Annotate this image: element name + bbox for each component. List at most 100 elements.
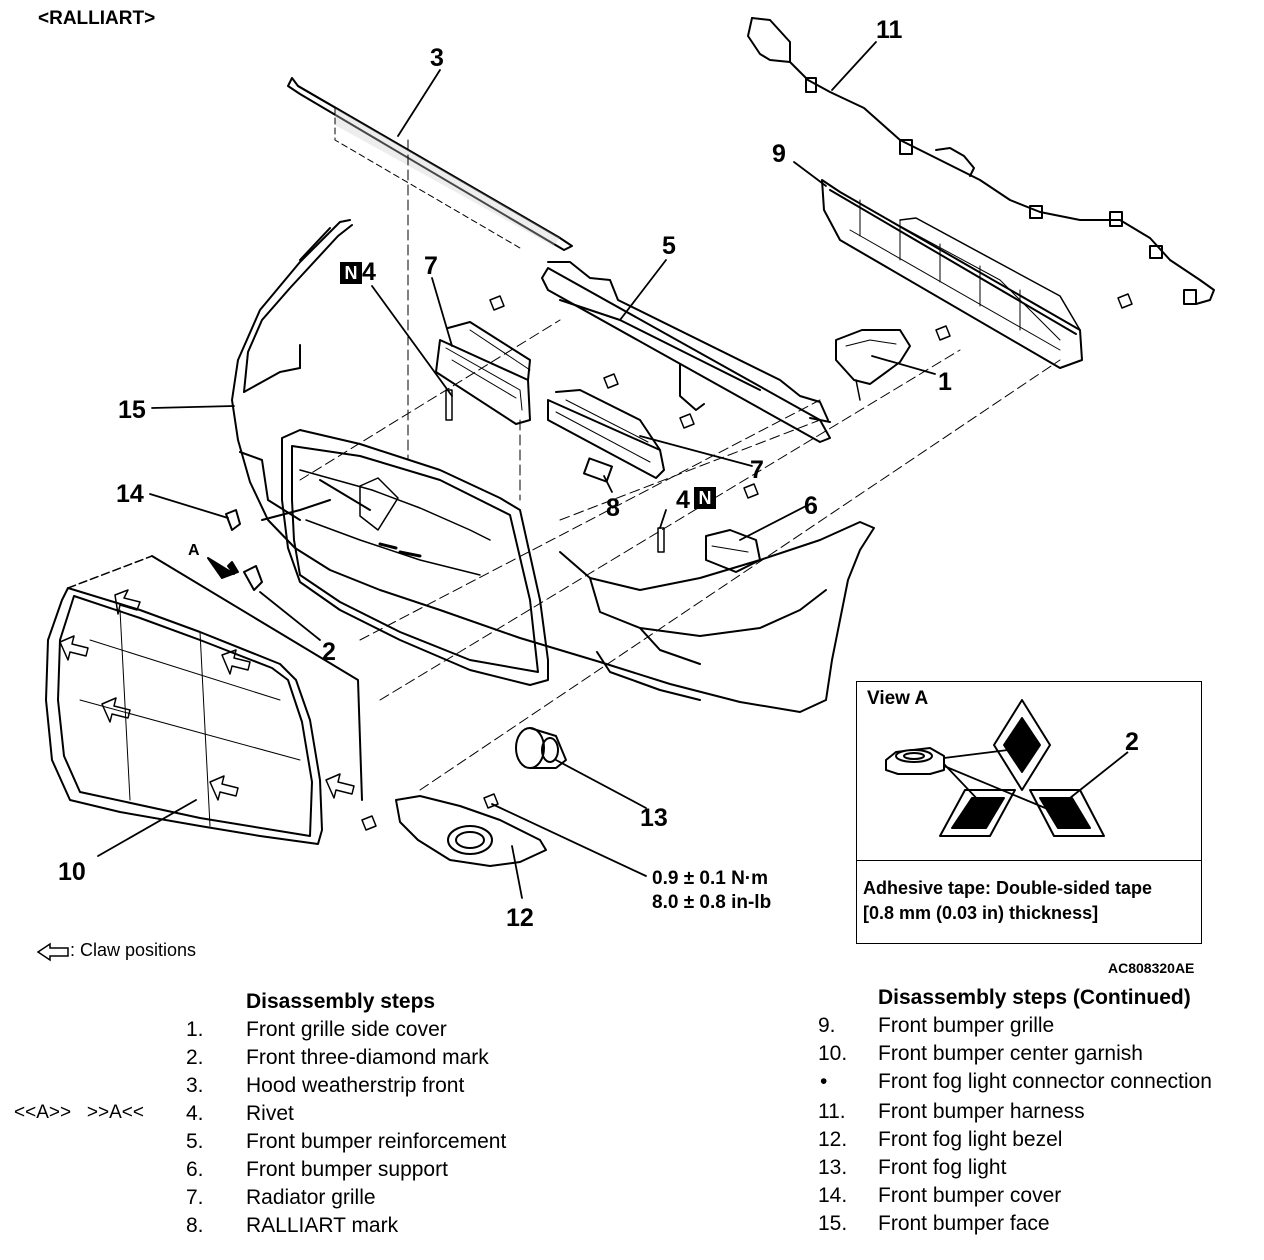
- part-fog-light: [515, 727, 567, 769]
- view-a-callout: 2: [1125, 728, 1139, 756]
- callout-7-lower: 7: [750, 456, 764, 484]
- part-fog-light-bezel: [395, 795, 547, 867]
- fasteners: [361, 293, 1133, 831]
- step-number: 12.: [818, 1128, 848, 1151]
- part-radiator-grille-lower: [547, 389, 665, 479]
- step-number: 13.: [818, 1156, 848, 1179]
- step-number: 1.: [186, 1018, 204, 1041]
- part-bumper-cover: [225, 509, 241, 531]
- callout-13: 13: [640, 804, 668, 832]
- callout-12: 12: [506, 904, 534, 932]
- step-number: 9.: [818, 1014, 836, 1037]
- steps-left-title: Disassembly steps: [246, 990, 436, 1013]
- step-label: Front bumper grille: [878, 1014, 1055, 1037]
- step-label: Hood weatherstrip front: [246, 1074, 465, 1097]
- callout-14: 14: [116, 480, 144, 508]
- step-label: Front bumper face: [878, 1212, 1050, 1235]
- new-part-badge-lower: N: [694, 487, 716, 509]
- new-part-badge: N: [340, 262, 362, 284]
- callout-9: 9: [772, 140, 786, 168]
- part-three-diamond-mark: [243, 565, 263, 591]
- step-number: •: [820, 1070, 828, 1093]
- part-bumper-grille-mesh: [821, 179, 1083, 369]
- part-hood-weatherstrip: [287, 77, 573, 251]
- view-a-title: View A: [867, 688, 929, 709]
- step-number: 15.: [818, 1212, 848, 1235]
- step-label: Front bumper center garnish: [878, 1042, 1143, 1065]
- list-item: 8. RALLIART mark: [0, 1214, 640, 1242]
- view-a-note-line1: Adhesive tape: Double-sided tape: [863, 878, 1153, 898]
- list-item: 6. Front bumper support: [0, 1158, 640, 1186]
- list-item: 2. Front three-diamond mark: [0, 1046, 640, 1074]
- list-item: 9. Front bumper grille: [0, 1014, 1264, 1042]
- list-item: 3. Hood weatherstrip front: [0, 1074, 640, 1102]
- callout-2: 2: [322, 638, 336, 666]
- list-item: 5. Front bumper reinforcement: [0, 1130, 640, 1158]
- step-number: 8.: [186, 1214, 204, 1237]
- claw-arrows: [59, 589, 355, 801]
- view-a-box: View A 2 Adhesive tape: Double-sided tap…: [856, 681, 1202, 944]
- step-number: 7.: [186, 1186, 204, 1209]
- part-bumper-reinforcement: [541, 261, 831, 443]
- list-item: 13. Front fog light: [0, 1156, 1264, 1184]
- part-grille-side-cover: [835, 329, 911, 401]
- part-code: AC808320AE: [1108, 960, 1195, 976]
- alignment-lines: [299, 139, 1061, 791]
- step-number: 14.: [818, 1184, 848, 1207]
- callout-4-lower: 4: [676, 486, 690, 514]
- callout-5: 5: [662, 232, 676, 260]
- step-label: Front fog light connector connection: [878, 1070, 1212, 1093]
- view-a-pointer-label: A: [188, 542, 200, 559]
- step-label: Radiator grille: [246, 1186, 376, 1209]
- step-label: Front grille side cover: [246, 1018, 447, 1041]
- list-item: 12. Front fog light bezel: [0, 1128, 1264, 1156]
- step-number: 11.: [818, 1100, 846, 1123]
- step-label: Front bumper harness: [878, 1100, 1085, 1123]
- step-number: 5.: [186, 1130, 204, 1153]
- callout-11: 11: [876, 16, 903, 44]
- step-number: 10.: [818, 1042, 848, 1065]
- step-number: 6.: [186, 1158, 204, 1181]
- callout-3: 3: [430, 44, 444, 72]
- part-bumper-harness: [747, 17, 1215, 305]
- callout-15: 15: [118, 396, 146, 424]
- step-label: Rivet: [246, 1102, 294, 1125]
- view-a-note-line2: [0.8 mm (0.03 in) thickness]: [863, 903, 1099, 923]
- torque-spec-imperial: 8.0 ± 0.8 in-lb: [652, 892, 772, 913]
- callout-1: 1: [938, 368, 952, 396]
- step-number: 2.: [186, 1046, 204, 1069]
- step-label: Front fog light bezel: [878, 1128, 1063, 1151]
- part-bumper-support: [705, 529, 761, 573]
- callout-10: 10: [58, 858, 86, 886]
- list-item: 1. Front grille side cover: [0, 1018, 640, 1046]
- view-a-divider: [857, 860, 1201, 861]
- step-number: 4.: [186, 1102, 204, 1125]
- list-item: 15. Front bumper face: [0, 1212, 1264, 1240]
- claw-legend-text: : Claw positions: [70, 940, 197, 960]
- view-a-arrow-icon: [207, 557, 239, 579]
- callout-7-upper: 7: [424, 252, 438, 280]
- step-tag: <<A>> >>A<<: [14, 1102, 144, 1123]
- step-label: Front fog light: [878, 1156, 1007, 1179]
- list-item: 7. Radiator grille: [0, 1186, 640, 1214]
- callout-6: 6: [804, 492, 818, 520]
- list-item: 14. Front bumper cover: [0, 1184, 1264, 1212]
- leader-lines: [97, 41, 936, 899]
- part-bumper-grille-opening: [281, 429, 549, 686]
- list-item: <<A>> >>A<< 4. Rivet: [0, 1102, 640, 1130]
- part-ralliart-mark: [582, 457, 614, 483]
- list-item: 11. Front bumper harness: [0, 1100, 1264, 1128]
- step-label: Front bumper support: [246, 1158, 448, 1181]
- step-label: Front three-diamond mark: [246, 1046, 489, 1069]
- step-label: Front bumper cover: [878, 1184, 1062, 1207]
- part-center-garnish: [45, 555, 363, 845]
- step-label: RALLIART mark: [246, 1214, 399, 1237]
- part-front-bumper-face: [231, 219, 875, 713]
- callout-8: 8: [606, 494, 620, 522]
- callout-4-upper: 4: [362, 258, 376, 286]
- view-a-illustration: [885, 699, 1129, 837]
- part-radiator-grille-upper: [435, 321, 531, 425]
- torque-spec-metric: 0.9 ± 0.1 N·m: [652, 868, 769, 889]
- list-item: • Front fog light connector connection: [0, 1070, 1264, 1098]
